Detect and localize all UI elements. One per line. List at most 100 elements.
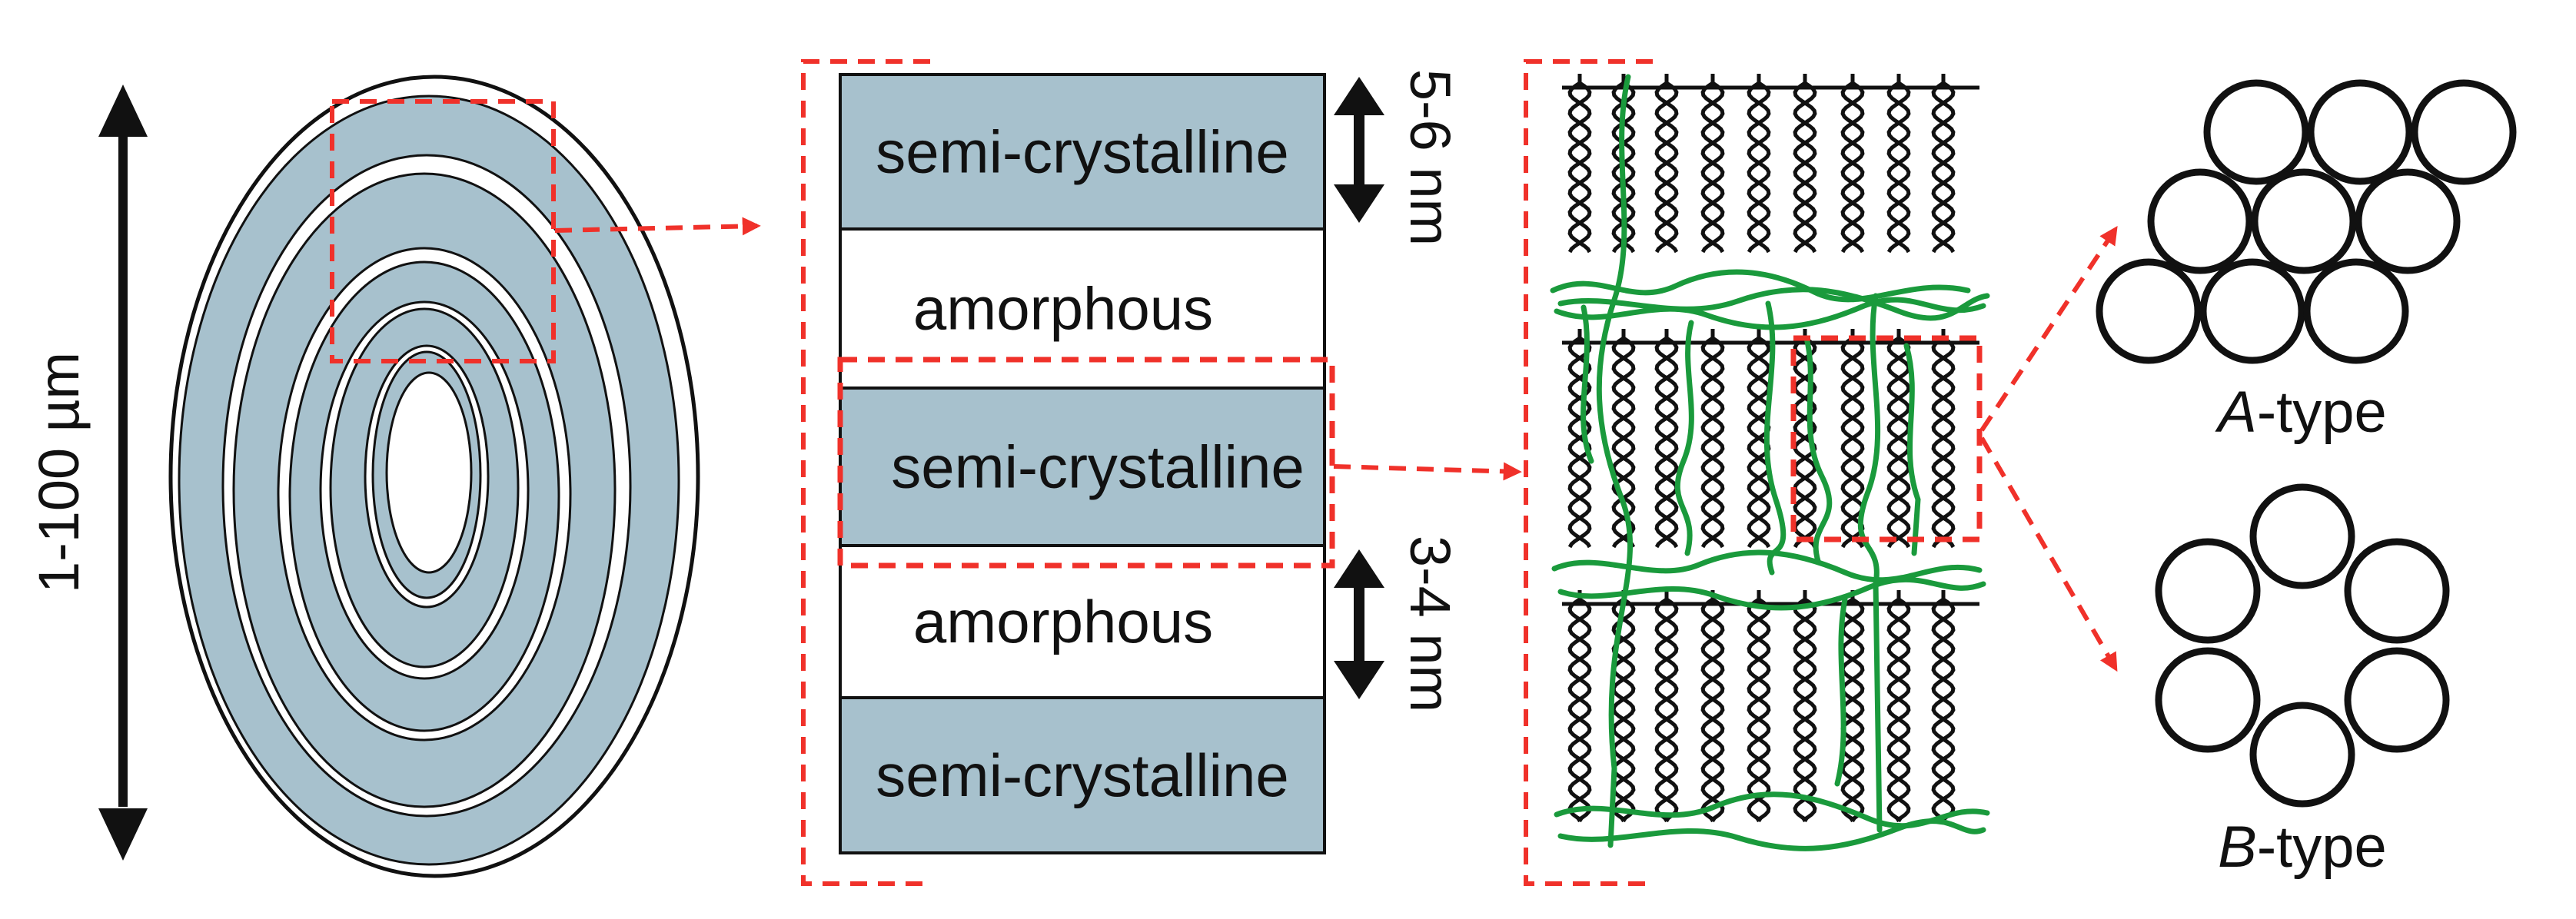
helix-strand	[1747, 597, 1771, 823]
amorphous-layer: amorphous	[839, 227, 1326, 390]
helix-strand	[1567, 336, 1592, 549]
layer-band	[839, 696, 1326, 854]
branch-chain	[1903, 343, 1921, 556]
helix-strand	[1654, 81, 1679, 254]
double-helix	[1654, 74, 1679, 254]
double-helix	[1840, 74, 1865, 254]
helix-strand	[1567, 597, 1592, 823]
double-helix	[1931, 74, 1956, 254]
branch-chain	[1554, 297, 1986, 330]
helix-cross-section	[2411, 79, 2517, 185]
b-type-letter: B	[2218, 814, 2257, 880]
amorphous-thickness-label: 3-4 nm	[1398, 536, 1462, 712]
growth-ring	[385, 371, 473, 574]
helix-strand	[1747, 597, 1771, 823]
helix-strand	[1700, 597, 1725, 823]
layer-panel: semi-crystallineamorphoussemi-crystallin…	[801, 59, 1522, 886]
helix-strand	[1931, 597, 1956, 823]
zoom-arrow-to-b-type	[1979, 436, 2118, 672]
layer-zoom-box	[837, 357, 1335, 569]
branch-chain	[1803, 335, 1833, 564]
double-helix	[1793, 590, 1817, 823]
branch-chain	[1551, 549, 1983, 583]
granule-size-label: 1-100 µm	[27, 352, 91, 593]
b-type-suffix: -type	[2257, 814, 2387, 880]
branch-chain	[1674, 320, 1694, 556]
double-helix	[1747, 590, 1771, 823]
helix-cross-section	[2249, 483, 2355, 589]
helix-strand	[1611, 597, 1636, 823]
helix-strand	[1654, 336, 1679, 549]
helix-strand	[1567, 597, 1592, 823]
layer-label: semi-crystalline	[876, 742, 1288, 809]
helix-cross-section	[2344, 538, 2450, 644]
granule-panel: 1-100 µm	[27, 75, 761, 878]
layer-band	[839, 544, 1326, 699]
helix-cross-section	[2155, 538, 2261, 644]
layer-label: semi-crystalline	[891, 433, 1304, 501]
layer-band	[839, 387, 1326, 547]
crystalline-thickness-arrow	[1334, 77, 1384, 223]
a-type-label: A-type	[2215, 380, 2387, 445]
polymorph-panel: A-type B-type	[2096, 79, 2517, 880]
double-helix	[1886, 329, 1911, 549]
helix-cross-section	[2199, 258, 2305, 364]
helix-strand	[1931, 597, 1956, 823]
double-helix	[1931, 590, 1956, 823]
chain-panel	[1524, 59, 2118, 886]
helix-strand	[1886, 336, 1911, 549]
helix-strand	[1700, 336, 1725, 549]
helix-strand	[1654, 597, 1679, 823]
branch-chain	[1550, 269, 1971, 303]
helix-strand	[1700, 336, 1725, 549]
helix-strand	[1700, 81, 1725, 254]
double-helix	[1747, 74, 1771, 254]
helix-cross-section	[2307, 79, 2413, 185]
helix-strand	[1654, 336, 1679, 549]
helix-strand	[1931, 336, 1956, 549]
helix-strand	[1931, 81, 1956, 254]
helix-cross-section	[2251, 168, 2357, 274]
chain-zoom-box	[1790, 335, 1983, 542]
double-helix	[1567, 74, 1592, 254]
helix-strand	[1700, 597, 1725, 823]
helix-strand	[1886, 597, 1911, 823]
granule-growth-rings	[168, 75, 700, 878]
zoom-arrow-to-a-type	[1979, 226, 2118, 432]
helix-cross-section	[2147, 168, 2253, 274]
double-helix	[1654, 590, 1679, 823]
helix-cross-section	[2344, 647, 2450, 753]
zoom-arrow-layer-to-chains	[1333, 462, 1522, 481]
helix-cross-section	[2096, 258, 2202, 364]
helix-cross-section	[2303, 258, 2409, 364]
b-type-helix-packing	[2155, 483, 2450, 808]
branch-chain	[1557, 287, 1990, 321]
double-helix	[1567, 590, 1592, 823]
helix-strand	[1931, 336, 1956, 549]
branch-chain	[1763, 300, 1787, 576]
helix-strand	[1886, 336, 1911, 549]
helix-strand	[1793, 597, 1817, 823]
layer-stack: semi-crystallineamorphoussemi-crystallin…	[839, 73, 1326, 854]
a-type-suffix: -type	[2257, 380, 2387, 445]
branch-chain	[1596, 74, 1633, 848]
helix-strand	[1747, 81, 1771, 254]
helix-strand	[1886, 81, 1911, 254]
zoom-arrow-granule-to-layers	[554, 217, 761, 236]
branch-chain	[1834, 596, 1848, 787]
crystalline-thickness-label: 5-6 nm	[1398, 69, 1462, 246]
branch-chain	[1557, 818, 1986, 851]
helix-cross-section	[2355, 168, 2461, 274]
double-helix	[1700, 74, 1725, 254]
branch-chains	[1550, 74, 1990, 851]
double-helix	[1886, 74, 1911, 254]
amorphous-thickness-arrow	[1334, 549, 1384, 699]
layer-label: amorphous	[913, 588, 1213, 655]
helix-strand	[1840, 336, 1865, 549]
helix-strand	[1567, 81, 1592, 254]
granule-size-arrow	[98, 85, 148, 861]
helix-strand	[1654, 597, 1679, 823]
semi-crystalline-layer: semi-crystalline	[839, 73, 1326, 231]
helix-strand	[1611, 336, 1636, 549]
